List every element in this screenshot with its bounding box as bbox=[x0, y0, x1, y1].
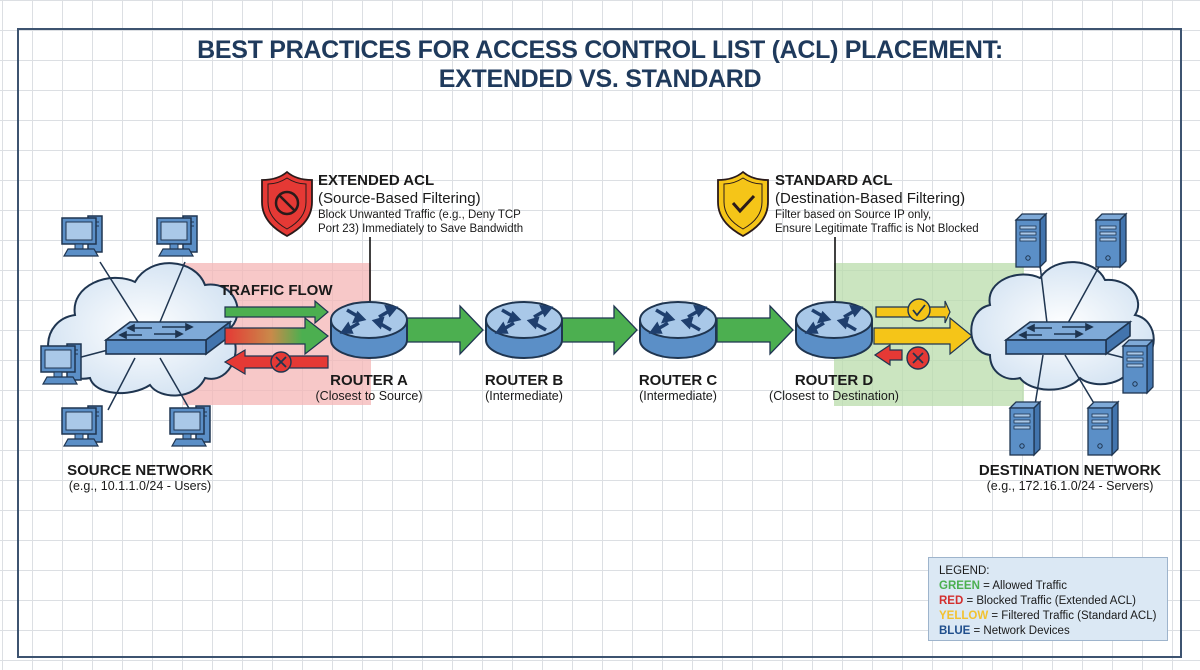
standard-acl-desc-2: Ensure Legitimate Traffic is Not Blocked bbox=[775, 223, 979, 235]
source-network-name: SOURCE NETWORK bbox=[67, 462, 213, 479]
legend-color-word: RED bbox=[939, 595, 964, 607]
server-icon bbox=[1095, 213, 1127, 268]
router-b-icon bbox=[484, 300, 564, 360]
legend: LEGEND: GREEN = Allowed Traffic RED = Bl… bbox=[928, 557, 1168, 641]
switch-icon bbox=[105, 321, 231, 355]
workstation-icon bbox=[169, 405, 211, 447]
extended-acl-heading: EXTENDED ACL bbox=[318, 172, 435, 189]
legend-color-word: YELLOW bbox=[939, 610, 989, 622]
workstation-icon bbox=[61, 405, 103, 447]
source-network-label: SOURCE NETWORK (e.g., 10.1.1.0/24 - User… bbox=[50, 462, 230, 493]
legend-color-word: BLUE bbox=[939, 625, 971, 637]
router-detail: (Intermediate) bbox=[639, 389, 717, 403]
router-d-label: ROUTER D (Closest to Destination) bbox=[744, 372, 924, 403]
router-links bbox=[406, 304, 794, 356]
legend-title: LEGEND: bbox=[939, 565, 990, 577]
legend-text: = Blocked Traffic (Extended ACL) bbox=[963, 595, 1136, 607]
legend-text: = Allowed Traffic bbox=[979, 580, 1067, 592]
destination-network-detail: (e.g., 172.16.1.0/24 - Servers) bbox=[986, 479, 1154, 493]
router-c-label: ROUTER C (Intermediate) bbox=[598, 372, 758, 403]
server-icon bbox=[1087, 401, 1119, 456]
title-line-2: EXTENDED VS. STANDARD bbox=[438, 65, 762, 93]
server-icon bbox=[1015, 213, 1047, 268]
server-icon bbox=[1122, 339, 1154, 394]
extended-acl-desc-1: Block Unwanted Traffic (e.g., Deny TCP bbox=[318, 209, 521, 221]
allowed-arrow-c-d bbox=[716, 304, 794, 356]
destination-traffic-arrows bbox=[873, 298, 973, 370]
extended-acl-callout: EXTENDED ACL (Source-Based Filtering) Bl… bbox=[318, 172, 523, 236]
shield-check-icon bbox=[717, 170, 769, 238]
workstation-icon bbox=[156, 215, 198, 257]
router-name: ROUTER B bbox=[484, 372, 564, 389]
router-b-label: ROUTER B (Intermediate) bbox=[444, 372, 604, 403]
router-detail: (Intermediate) bbox=[485, 389, 563, 403]
router-name: ROUTER C bbox=[638, 372, 718, 389]
check-icon bbox=[907, 298, 931, 322]
router-detail: (Closest to Destination) bbox=[769, 389, 899, 403]
standard-acl-heading: STANDARD ACL bbox=[775, 172, 893, 189]
legend-item-red: RED = Blocked Traffic (Extended ACL) bbox=[939, 594, 1157, 609]
allowed-arrow-gradient bbox=[224, 316, 329, 356]
legend-item-yellow: YELLOW = Filtered Traffic (Standard ACL) bbox=[939, 609, 1157, 624]
router-d-icon bbox=[794, 300, 874, 360]
title-line-1: BEST PRACTICES FOR ACCESS CONTROL LIST (… bbox=[197, 36, 1003, 64]
blocked-arrow-destination bbox=[873, 343, 903, 367]
router-name: ROUTER D bbox=[794, 372, 874, 389]
server-icon bbox=[1009, 401, 1041, 456]
source-traffic-arrows bbox=[223, 299, 329, 376]
blocked-x-icon bbox=[270, 351, 292, 373]
destination-network-name: DESTINATION NETWORK bbox=[978, 462, 1162, 479]
legend-color-word: GREEN bbox=[939, 580, 980, 592]
router-a-icon bbox=[329, 300, 409, 360]
legend-text: = Network Devices bbox=[970, 625, 1070, 637]
workstation-icon bbox=[61, 215, 103, 257]
destination-network bbox=[970, 213, 1155, 456]
router-a-label: ROUTER A (Closest to Source) bbox=[289, 372, 449, 403]
destination-network-label: DESTINATION NETWORK (e.g., 172.16.1.0/24… bbox=[960, 462, 1180, 493]
allowed-arrow-small bbox=[224, 299, 329, 325]
legend-item-green: GREEN = Allowed Traffic bbox=[939, 579, 1157, 594]
standard-acl-subheading: (Destination-Based Filtering) bbox=[775, 190, 966, 207]
allowed-arrow-b-c bbox=[561, 304, 638, 356]
legend-text: = Filtered Traffic (Standard ACL) bbox=[988, 610, 1157, 622]
legend-item-blue: BLUE = Network Devices bbox=[939, 624, 1157, 639]
source-network bbox=[40, 215, 239, 447]
router-detail: (Closest to Source) bbox=[315, 389, 423, 403]
workstation-icon bbox=[40, 343, 82, 385]
switch-icon bbox=[1005, 321, 1131, 355]
blocked-x-icon bbox=[906, 346, 930, 370]
allowed-arrow-a-b bbox=[406, 304, 484, 356]
router-name: ROUTER A bbox=[330, 372, 408, 389]
router-c-icon bbox=[638, 300, 718, 360]
page-title: BEST PRACTICES FOR ACCESS CONTROL LIST (… bbox=[0, 36, 1200, 94]
standard-acl-callout: STANDARD ACL (Destination-Based Filterin… bbox=[775, 172, 979, 236]
source-network-detail: (e.g., 10.1.1.0/24 - Users) bbox=[68, 479, 212, 493]
shield-block-icon bbox=[261, 170, 313, 238]
traffic-flow-label: TRAFFIC FLOW bbox=[220, 282, 333, 299]
diagram-frame bbox=[17, 28, 1182, 658]
standard-acl-desc-1: Filter based on Source IP only, bbox=[775, 209, 932, 221]
extended-acl-desc-2: Port 23) Immediately to Save Bandwidth bbox=[318, 223, 524, 235]
filtered-arrow-large bbox=[873, 316, 973, 356]
extended-acl-subheading: (Source-Based Filtering) bbox=[318, 190, 481, 207]
